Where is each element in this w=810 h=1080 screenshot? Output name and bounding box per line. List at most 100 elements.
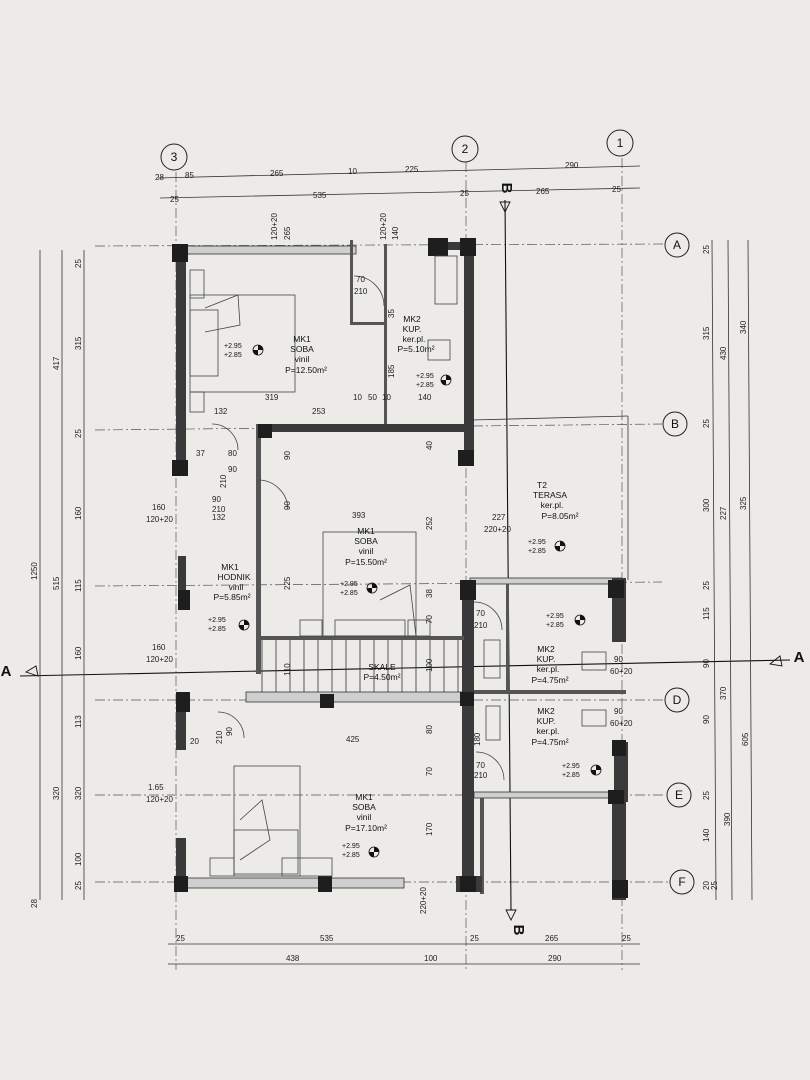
room-label-kup-upper: MK2 KUP. ker.pl. P=5.10m² +2.95 +2.85 (397, 314, 434, 389)
svg-text:225: 225 (405, 165, 419, 174)
grid-axes-vertical: 3 2 1 (160, 129, 634, 970)
svg-text:MK1: MK1 (221, 562, 239, 572)
svg-text:60+20: 60+20 (610, 667, 633, 676)
svg-text:220+20: 220+20 (484, 525, 511, 534)
svg-text:90: 90 (614, 707, 623, 716)
section-label-a-left: A (1, 663, 12, 680)
svg-text:+2.95: +2.95 (224, 343, 242, 350)
svg-text:MK1: MK1 (293, 334, 311, 344)
svg-text:P=4.75m²: P=4.75m² (531, 737, 568, 747)
svg-text:1.65: 1.65 (148, 783, 164, 792)
svg-text:290: 290 (548, 954, 562, 963)
svg-text:P=8.05m²: P=8.05m² (541, 511, 578, 521)
axis-label-d: D (673, 693, 682, 707)
svg-text:100: 100 (425, 658, 434, 672)
svg-text:185: 185 (387, 364, 396, 378)
svg-text:90: 90 (702, 715, 711, 724)
svg-text:210: 210 (474, 771, 488, 780)
svg-text:SOBA: SOBA (354, 536, 378, 546)
svg-text:+2.95: +2.95 (208, 617, 226, 624)
svg-text:38: 38 (425, 589, 434, 598)
svg-text:+2.85: +2.85 (340, 590, 358, 597)
svg-text:37: 37 (196, 449, 205, 458)
svg-text:115: 115 (702, 607, 711, 620)
right-dimensions: 25 315 25 300 25 115 90 90 25 140 20 25 … (702, 245, 750, 890)
svg-text:140: 140 (391, 226, 400, 240)
svg-text:TERASA: TERASA (533, 490, 567, 500)
svg-text:210: 210 (219, 474, 228, 488)
svg-text:210: 210 (212, 505, 226, 514)
svg-text:315: 315 (74, 336, 83, 350)
svg-text:170: 170 (425, 822, 434, 836)
section-label-a-right: A (794, 649, 805, 666)
svg-text:25: 25 (460, 189, 469, 198)
svg-text:320: 320 (74, 786, 83, 800)
svg-text:MK2: MK2 (537, 706, 555, 716)
svg-text:252: 252 (425, 516, 434, 530)
svg-text:+2.95: +2.95 (416, 373, 434, 380)
axis-label-e: E (675, 788, 683, 802)
svg-text:KUP.: KUP. (403, 324, 422, 334)
svg-text:120+20: 120+20 (270, 213, 279, 240)
svg-text:+2.95: +2.95 (562, 763, 580, 770)
svg-text:+2.85: +2.85 (528, 548, 546, 555)
svg-text:MK1: MK1 (355, 792, 373, 802)
svg-text:605: 605 (741, 732, 750, 746)
room-label-soba-middle: MK1 SOBA vinil P=15.50m² +2.95 +2.85 (340, 526, 387, 597)
svg-text:120+20: 120+20 (146, 655, 173, 664)
axis-label-a: A (673, 238, 681, 252)
svg-text:P=15.50m²: P=15.50m² (345, 557, 387, 567)
svg-text:10: 10 (353, 393, 362, 402)
svg-text:25: 25 (622, 934, 631, 943)
svg-text:393: 393 (352, 511, 366, 520)
svg-text:220+20: 220+20 (419, 887, 428, 914)
svg-text:160: 160 (74, 506, 83, 520)
svg-text:1250: 1250 (30, 562, 39, 580)
top-dimensions: 28 85 265 10 225 290 25 535 25 265 25 (155, 161, 621, 204)
svg-text:+2.95: +2.95 (546, 613, 564, 620)
axis-bubble-1 (606, 129, 634, 157)
svg-text:60+20: 60+20 (610, 719, 633, 728)
svg-text:265: 265 (536, 187, 550, 196)
svg-text:+2.85: +2.85 (562, 772, 580, 779)
svg-text:35: 35 (387, 309, 396, 318)
svg-text:25: 25 (176, 934, 185, 943)
svg-text:265: 265 (283, 226, 292, 240)
svg-text:90: 90 (228, 465, 237, 474)
svg-text:390: 390 (723, 812, 732, 826)
svg-text:KUP.: KUP. (537, 716, 556, 726)
svg-text:ker.pl.: ker.pl. (541, 500, 564, 510)
svg-text:HODNIK: HODNIK (217, 572, 250, 582)
axis-bubble-3 (160, 143, 188, 171)
room-label-soba-upper: MK1 SOBA vinil P=12.50m² +2.95 +2.85 (224, 334, 327, 375)
svg-text:+2.85: +2.85 (208, 626, 226, 633)
svg-text:25: 25 (702, 419, 711, 428)
svg-text:25: 25 (74, 881, 83, 890)
svg-text:290: 290 (565, 161, 579, 170)
svg-text:P=12.50m²: P=12.50m² (285, 365, 327, 375)
svg-text:100: 100 (424, 954, 438, 963)
svg-text:40: 40 (425, 441, 434, 450)
columns (172, 238, 628, 898)
svg-text:115: 115 (74, 579, 83, 592)
svg-text:20: 20 (702, 881, 711, 890)
svg-text:28: 28 (30, 899, 39, 908)
svg-text:+2.85: +2.85 (342, 852, 360, 859)
svg-text:ker.pl.: ker.pl. (537, 664, 560, 674)
svg-text:430: 430 (719, 346, 728, 360)
svg-text:28: 28 (155, 173, 164, 182)
svg-text:T2: T2 (537, 480, 547, 490)
room-label-soba-lower: MK1 SOBA vinil P=17.10m² +2.95 +2.85 (342, 792, 387, 859)
svg-text:90: 90 (283, 501, 292, 510)
room-label-terasa: T2 TERASA ker.pl. P=8.05m² +2.95 +2.85 (528, 480, 579, 555)
svg-text:227: 227 (719, 506, 728, 520)
svg-text:535: 535 (320, 934, 334, 943)
svg-text:MK2: MK2 (403, 314, 421, 324)
svg-text:253: 253 (312, 407, 326, 416)
svg-text:vinil: vinil (357, 812, 372, 822)
svg-text:vinil: vinil (359, 546, 374, 556)
section-label-b-bottom: B (510, 925, 527, 936)
svg-text:ker.pl.: ker.pl. (537, 726, 560, 736)
svg-text:417: 417 (52, 356, 61, 370)
